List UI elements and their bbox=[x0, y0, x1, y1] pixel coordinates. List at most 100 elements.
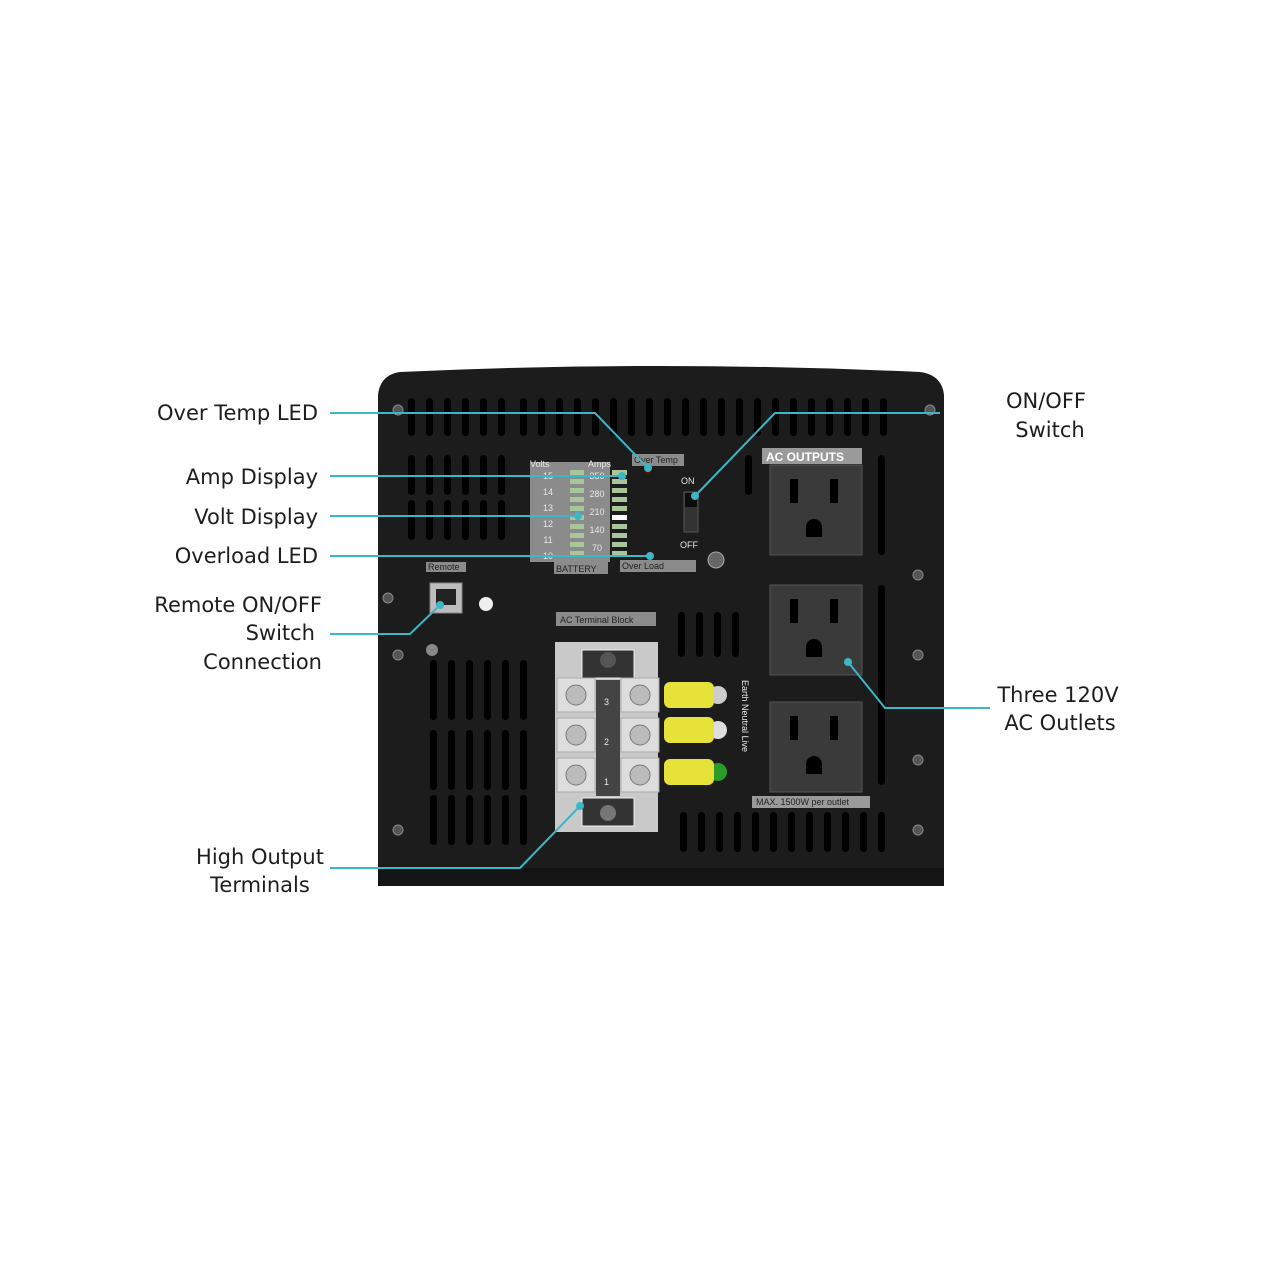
vent-slot bbox=[502, 795, 509, 845]
screw bbox=[392, 824, 404, 836]
screw bbox=[382, 592, 394, 604]
volt-tick: 13 bbox=[543, 503, 553, 513]
vent-slot bbox=[426, 398, 433, 436]
callout-overload-led: Overload LED bbox=[175, 544, 318, 568]
terminal-label-bg bbox=[556, 612, 656, 626]
vent-slot bbox=[734, 812, 741, 852]
terminal-screw bbox=[629, 724, 651, 746]
callout-volt-display: Volt Display bbox=[194, 505, 318, 529]
indicator-hole bbox=[479, 597, 493, 611]
vent-slot bbox=[682, 398, 689, 436]
wire-cap bbox=[664, 682, 714, 708]
terminal-screw bbox=[565, 684, 587, 706]
vent-slot bbox=[698, 812, 705, 852]
callout-amp-display: Amp Display bbox=[186, 465, 318, 489]
volt-led bbox=[570, 479, 584, 484]
screw bbox=[912, 649, 924, 661]
vent-slot bbox=[842, 812, 849, 852]
volt-led bbox=[570, 470, 584, 475]
amp-led bbox=[612, 542, 627, 547]
volt-tick: 12 bbox=[543, 519, 553, 529]
callout-terminals-1: High Output bbox=[196, 845, 324, 869]
volts-label: Volts bbox=[530, 459, 550, 469]
vent-slot bbox=[754, 398, 761, 436]
ac-outlet[interactable] bbox=[769, 701, 863, 793]
vent-slot bbox=[714, 612, 721, 657]
vent-slot bbox=[745, 455, 752, 495]
max-label-bg bbox=[752, 796, 870, 808]
vent-slot bbox=[408, 398, 415, 436]
ac-outlet[interactable] bbox=[769, 464, 863, 556]
vent-slot bbox=[862, 398, 869, 436]
vent-slot bbox=[770, 812, 777, 852]
leader-over-temp bbox=[330, 412, 649, 469]
leader-dots bbox=[436, 464, 852, 810]
vent-slot bbox=[498, 500, 505, 540]
vent-slots bbox=[408, 398, 887, 852]
over-temp-label: Over Temp bbox=[634, 455, 678, 465]
over-temp-label-bg bbox=[632, 454, 684, 466]
vent-slot bbox=[484, 795, 491, 845]
terminal-screw bbox=[629, 684, 651, 706]
vent-slot bbox=[498, 398, 505, 436]
ac-outputs-label: AC OUTPUTS bbox=[766, 450, 844, 464]
vent-slot bbox=[502, 730, 509, 790]
vent-slot bbox=[878, 812, 885, 852]
vent-slot bbox=[610, 398, 617, 436]
vent-slot bbox=[444, 500, 451, 540]
leader-remote bbox=[330, 604, 441, 635]
terminal-screws bbox=[556, 652, 660, 821]
volt-led bbox=[570, 524, 584, 529]
amp-led bbox=[612, 497, 627, 502]
ac-outlets bbox=[769, 464, 863, 793]
vent-slot bbox=[880, 398, 887, 436]
vent-slot bbox=[628, 398, 635, 436]
callout-remote-3: Connection bbox=[203, 650, 322, 674]
vent-slot bbox=[860, 812, 867, 852]
vent-slot bbox=[484, 730, 491, 790]
vent-slot bbox=[788, 812, 795, 852]
amp-led bbox=[612, 533, 627, 538]
terminal-screw bbox=[565, 724, 587, 746]
vent-slot bbox=[480, 500, 487, 540]
off-label: OFF bbox=[680, 540, 698, 550]
ac-outlet[interactable] bbox=[769, 584, 863, 676]
amp-led bbox=[612, 551, 627, 556]
vent-slot bbox=[462, 500, 469, 540]
amp-tick: 140 bbox=[589, 525, 604, 535]
vent-slot bbox=[408, 500, 415, 540]
callout-outlets-2: AC Outlets bbox=[1004, 711, 1115, 735]
vent-slot bbox=[448, 660, 455, 720]
over-load-label-bg bbox=[620, 560, 696, 572]
terminal-divider bbox=[596, 680, 620, 796]
amp-led bbox=[612, 515, 627, 520]
vent-slot bbox=[678, 612, 685, 657]
remote-jack-port bbox=[436, 589, 456, 605]
vent-slot bbox=[772, 398, 779, 436]
screw bbox=[912, 824, 924, 836]
vent-slot bbox=[718, 398, 725, 436]
volt-tick: 11 bbox=[543, 535, 552, 545]
vent-slot bbox=[824, 812, 831, 852]
callout-remote-1: Remote ON/OFF bbox=[154, 593, 322, 617]
vent-slot bbox=[448, 795, 455, 845]
amp-led bbox=[612, 470, 627, 475]
ac-outputs-label-bg bbox=[762, 448, 862, 464]
remote-label: Remote bbox=[428, 562, 460, 572]
vent-slot bbox=[592, 398, 599, 436]
vent-slot bbox=[466, 730, 473, 790]
wire-caps bbox=[664, 682, 727, 785]
ground-stud bbox=[707, 551, 725, 569]
amp-led bbox=[612, 479, 627, 484]
volt-led bbox=[570, 542, 584, 547]
vent-slot bbox=[484, 660, 491, 720]
terminal-number-3: 3 bbox=[604, 697, 609, 707]
vent-slot bbox=[878, 585, 885, 785]
volt-led bbox=[570, 506, 584, 511]
amp-tick: 70 bbox=[592, 543, 602, 553]
screw bbox=[912, 754, 924, 766]
vent-slot bbox=[732, 612, 739, 657]
screw bbox=[912, 569, 924, 581]
terminal-screw bbox=[629, 764, 651, 786]
